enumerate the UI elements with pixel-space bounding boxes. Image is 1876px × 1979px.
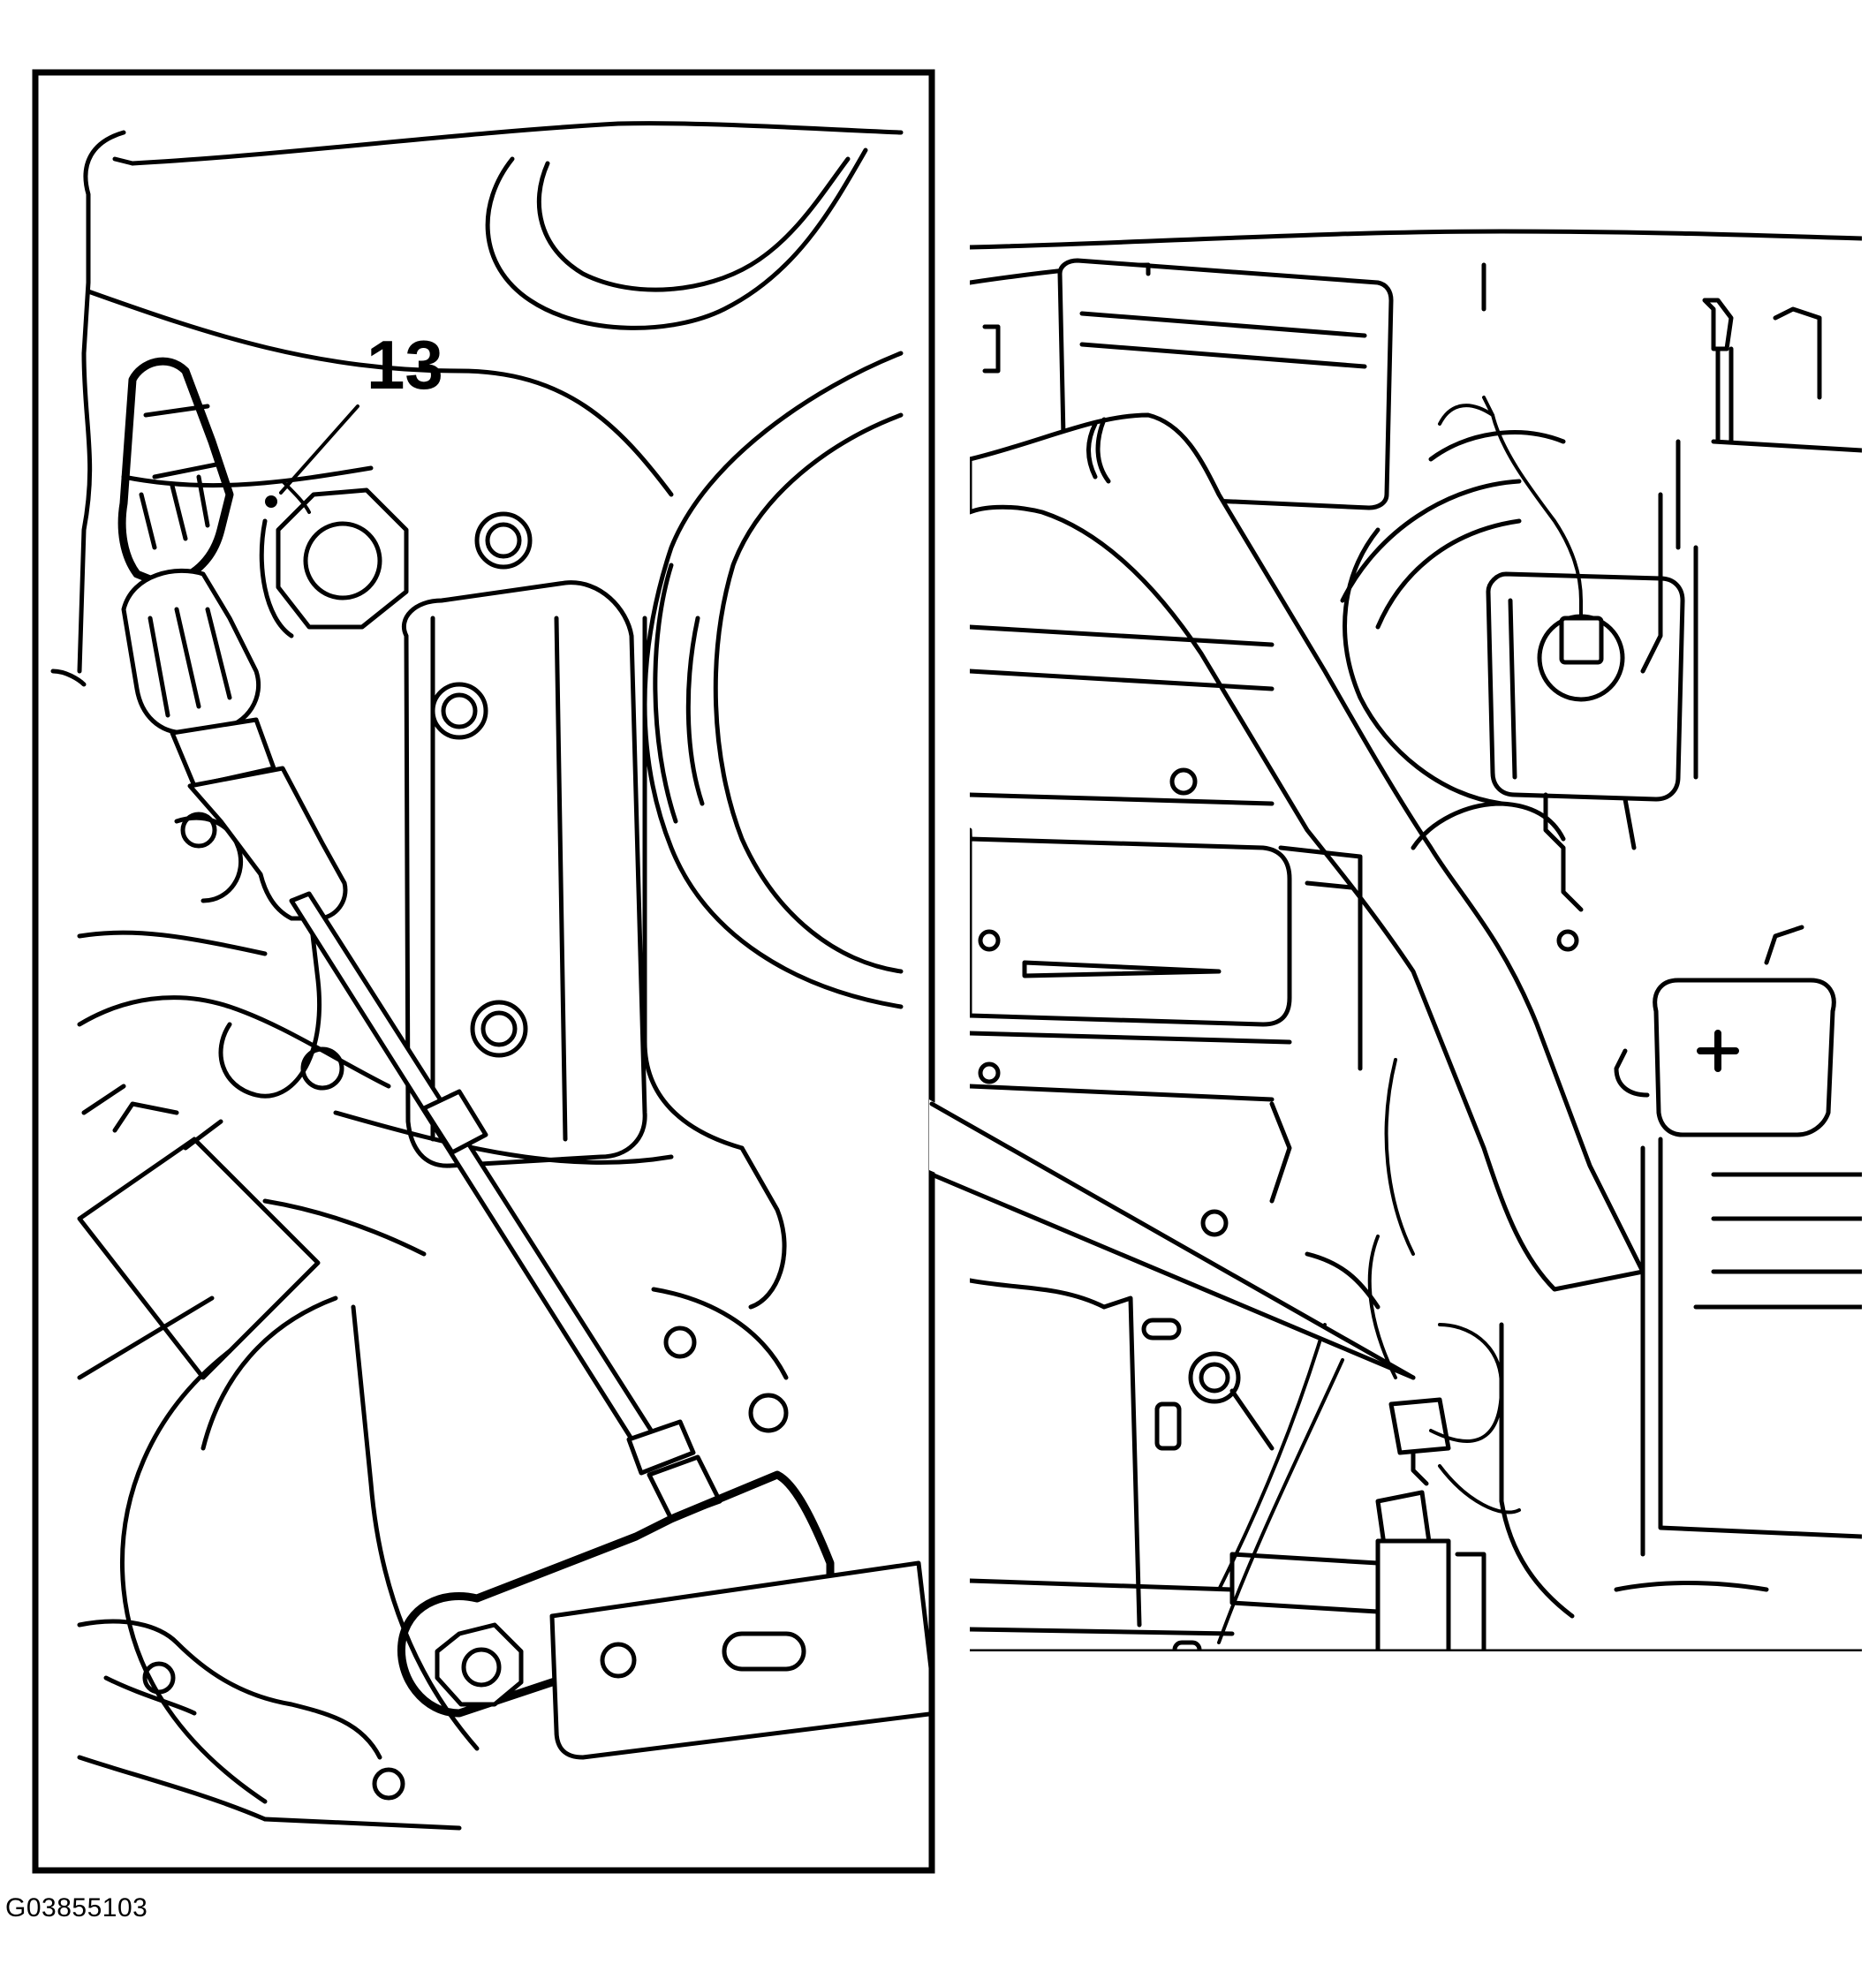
callout-13-label: 13: [367, 326, 443, 404]
detail-frame: [32, 69, 935, 1874]
zoom-pointer: [929, 1099, 1416, 1380]
overview-view: [970, 229, 1862, 1651]
detail-view: 13: [50, 121, 932, 1831]
figure-id: G03855103: [5, 1893, 148, 1922]
